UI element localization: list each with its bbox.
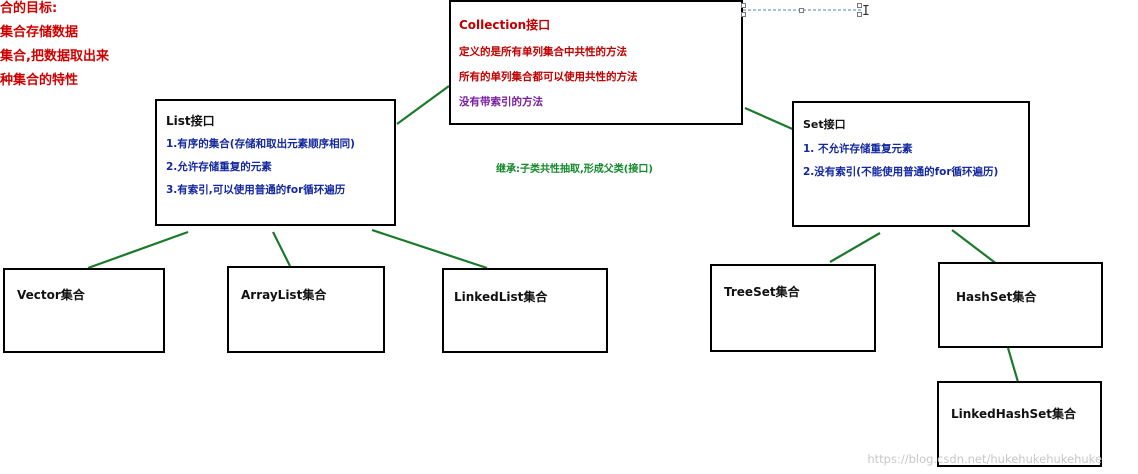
connector-collection-set — [744, 106, 798, 133]
connector-list-vector — [87, 230, 189, 270]
collection-line-2: 所有的单列集合都可以使用共性的方法 — [459, 71, 638, 83]
connector-list-arraylist — [272, 231, 291, 267]
selection-handle[interactable] — [741, 3, 746, 8]
selection-handle[interactable] — [857, 12, 862, 17]
goal-line: 合的目标: — [0, 1, 58, 16]
goal-line: 种集合的特性 — [0, 73, 79, 88]
hashset-label: HashSet集合 — [956, 290, 1037, 304]
list-title: List接口 — [166, 114, 215, 128]
selection-handle[interactable] — [857, 3, 862, 8]
goal-line: 集合,把数据取出来 — [0, 49, 109, 64]
collection-title: Collection接口 — [459, 18, 551, 32]
connector-list-linkedlist — [371, 228, 488, 270]
learning-goals: 合的目标: 集合存储数据 集合,把数据取出来 种集合的特性 — [0, 0, 109, 93]
selection-handle[interactable] — [799, 8, 804, 13]
list-line-3: 3.有索引,可以使用普通的for循环遍历 — [166, 184, 346, 196]
vector-box: Vector集合 — [3, 268, 165, 353]
connector-hashset-linkedhashset — [1006, 347, 1020, 383]
linkedhashset-label: LinkedHashSet集合 — [951, 407, 1077, 421]
list-interface-box: List接口 1.有序的集合(存储和取出元素顺序相同) 2.允许存储重复的元素 … — [155, 99, 396, 226]
collection-line-1: 定义的是所有单列集合中共性的方法 — [459, 46, 627, 58]
set-line-1: 1. 不允许存储重复元素 — [803, 143, 913, 155]
arraylist-label: ArrayList集合 — [241, 288, 327, 302]
collection-interface-box: Collection接口 定义的是所有单列集合中共性的方法 所有的单列集合都可以… — [449, 0, 743, 125]
linkedlist-box: LinkedList集合 — [442, 268, 608, 353]
set-interface-box: Set接口 1. 不允许存储重复元素 2.没有索引(不能使用普通的for循环遍历… — [792, 101, 1030, 227]
hashset-box: HashSet集合 — [938, 262, 1103, 348]
treeset-label: TreeSet集合 — [724, 285, 800, 299]
connector-collection-list — [396, 85, 450, 125]
treeset-box: TreeSet集合 — [710, 264, 876, 352]
linkedhashset-box: LinkedHashSet集合 — [937, 381, 1102, 467]
list-line-1: 1.有序的集合(存储和取出元素顺序相同) — [166, 138, 355, 150]
vector-label: Vector集合 — [17, 288, 85, 302]
selection-handle[interactable] — [741, 12, 746, 17]
set-line-2: 2.没有索引(不能使用普通的for循环遍历) — [803, 166, 999, 178]
inheritance-note: 继承:子类共性抽取,形成父类(接口) — [496, 164, 653, 175]
arraylist-box: ArrayList集合 — [227, 266, 385, 353]
selection-dashed-line — [743, 9, 861, 11]
collection-line-3: 没有带索引的方法 — [459, 96, 543, 108]
set-title: Set接口 — [803, 118, 846, 131]
text-cursor-icon: I — [862, 4, 870, 19]
selection-handles[interactable] — [741, 3, 867, 17]
list-line-2: 2.允许存储重复的元素 — [166, 161, 272, 173]
linkedlist-label: LinkedList集合 — [454, 290, 548, 304]
goal-line: 集合存储数据 — [0, 25, 79, 40]
watermark-url: https://blog.csdn.net/hukehukehukehuke — [867, 452, 1102, 466]
connector-set-treeset — [829, 232, 881, 263]
